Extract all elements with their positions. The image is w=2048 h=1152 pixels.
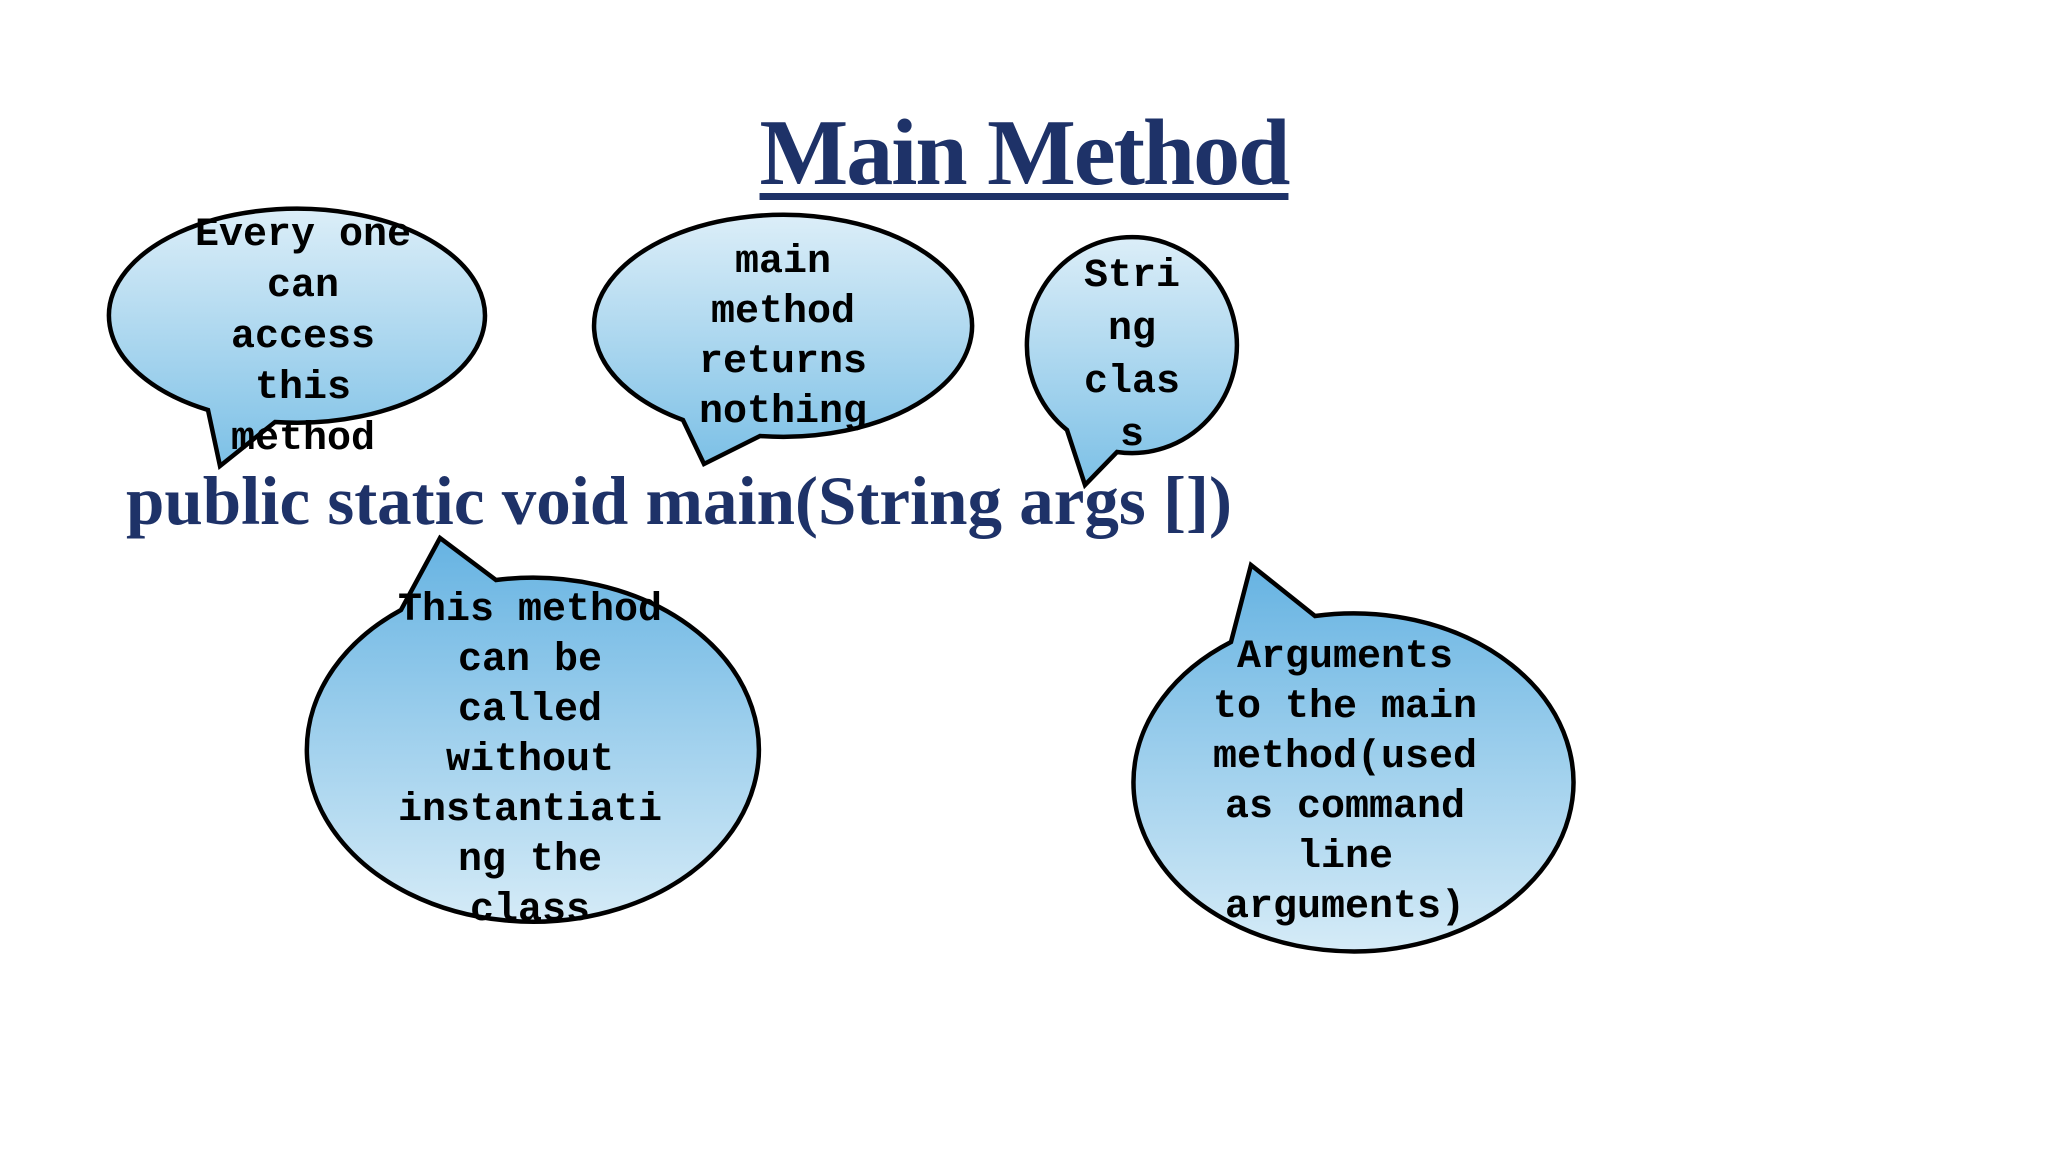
speech-bubble-string-class-text: Stri ng clas s — [1083, 254, 1180, 458]
speech-bubble-args-text: Arguments to the main method(used as com… — [1212, 635, 1478, 930]
slide-title: Main Method — [759, 100, 1291, 205]
speech-bubble-static-text: This method can be called without instan… — [397, 588, 663, 933]
speech-bubble-returns-text: main method returns nothing — [698, 240, 868, 435]
speech-bubble-returns-shape — [591, 212, 975, 468]
speech-bubble-everyone-shape — [106, 206, 488, 471]
speech-bubble-string-class-shape — [1024, 234, 1240, 490]
speech-bubble-args-shape — [1131, 561, 1576, 954]
speech-bubble-everyone-text: Every one can access this method — [194, 213, 412, 462]
main-method-signature: public static void main(String args []) — [126, 463, 1232, 539]
speech-bubble-static-shape — [304, 534, 762, 924]
